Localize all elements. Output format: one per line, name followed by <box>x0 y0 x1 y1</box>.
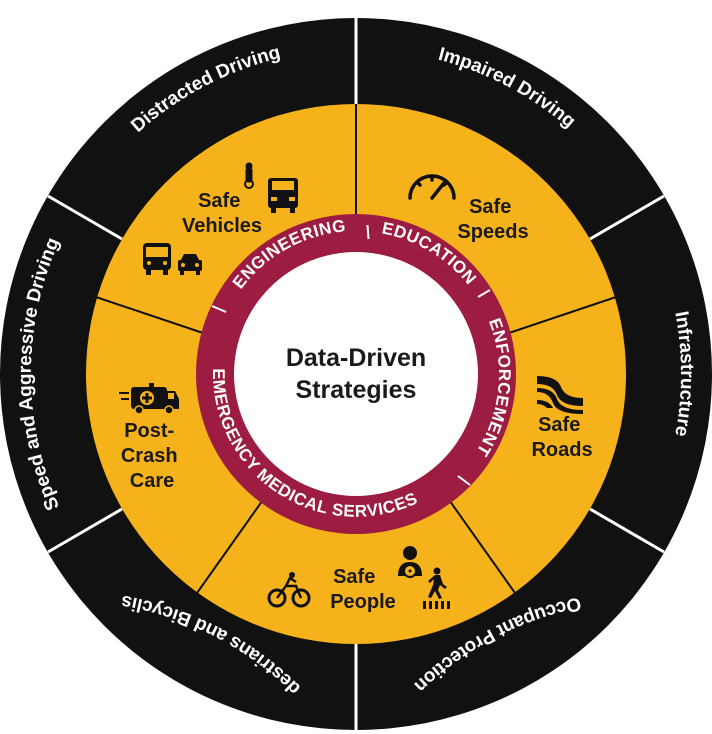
truck-icon <box>268 178 298 213</box>
center-title-line2: Strategies <box>296 376 417 404</box>
segment-separators <box>86 104 626 594</box>
segment-postcrash-label: Post- Crash Care <box>121 420 183 492</box>
motorcycle-icon <box>244 162 254 189</box>
center-disc <box>234 252 478 496</box>
ring-dividers <box>211 224 491 486</box>
car-icon <box>178 254 202 275</box>
segment-vehicles-label: Safe Vehicles <box>182 190 262 237</box>
ambulance-icon <box>119 383 179 415</box>
segment-roads-label: Safe Roads <box>531 414 592 461</box>
driver-icon <box>398 546 422 578</box>
bus-icon <box>143 243 171 275</box>
cyclist-icon <box>267 572 311 608</box>
pedestrian-crossing-icon <box>423 567 450 609</box>
speedometer-icon <box>408 174 456 200</box>
outer-separators <box>47 18 665 730</box>
center-title-line1: Data-Driven <box>286 344 426 372</box>
segment-people-label: Safe People <box>330 566 396 613</box>
segment-speeds-label: Safe Speeds <box>457 196 528 243</box>
road-icon <box>537 376 583 414</box>
